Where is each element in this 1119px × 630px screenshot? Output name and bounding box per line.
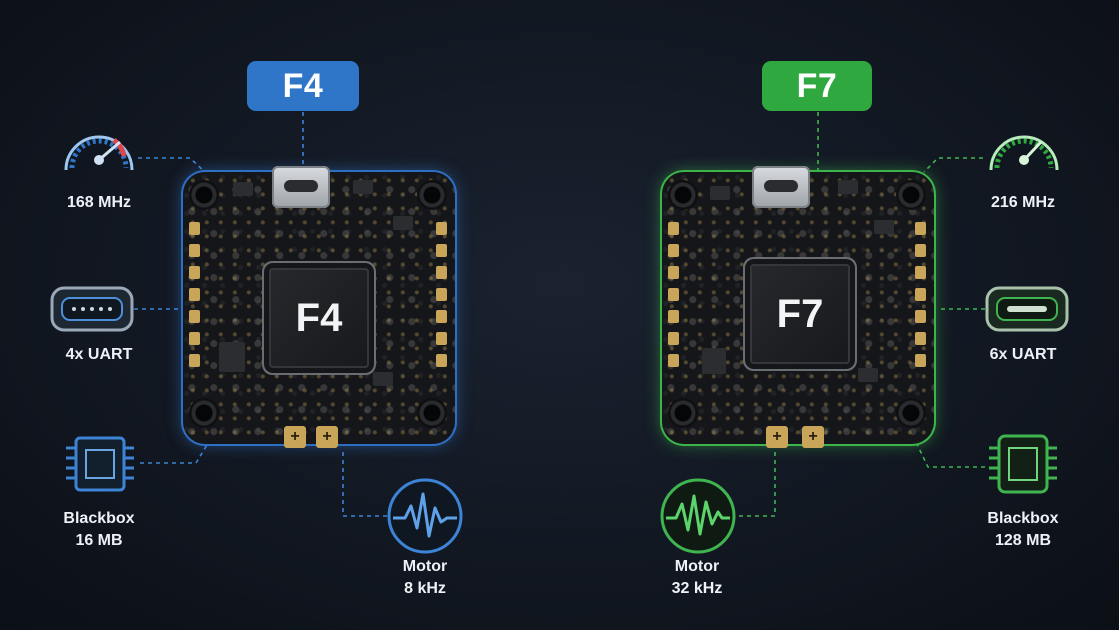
f7-badge: F7 (762, 61, 872, 111)
f4-connectors (134, 112, 390, 517)
solder-pad (436, 244, 447, 257)
solder-pad (668, 244, 679, 257)
port-icon (985, 286, 1069, 332)
mount-hole (896, 398, 926, 428)
mount-hole (668, 180, 698, 210)
power-pad: + (802, 426, 824, 448)
component (353, 180, 373, 194)
mount-hole (189, 180, 219, 210)
f4-board: F4 + + (183, 166, 455, 448)
solder-pad (668, 288, 679, 301)
component (710, 186, 730, 200)
f7-board: F7 + + (662, 166, 934, 448)
f7-uart-label: 6x UART (989, 346, 1057, 363)
component (858, 368, 878, 382)
component (219, 342, 245, 372)
power-pad: + (766, 426, 788, 448)
f7-connectors (738, 112, 985, 517)
mount-hole (417, 398, 447, 428)
port-icon (50, 286, 134, 332)
mount-hole (896, 180, 926, 210)
f7-blackbox-size: 128 MB (994, 532, 1052, 549)
mount-hole (417, 180, 447, 210)
f7-motor-connector (738, 452, 776, 517)
f7-motor-title: Motor (674, 558, 720, 575)
mount-hole (668, 398, 698, 428)
solder-pad (668, 332, 679, 345)
f4-blackbox-connector (140, 439, 211, 464)
f7-motor-label: Motor 32 kHz (642, 556, 752, 600)
waveform-icon (660, 478, 736, 554)
power-pad: + (284, 426, 306, 448)
solder-pad (436, 288, 447, 301)
f4-mcu-chip: F4 (269, 268, 369, 368)
memory-chip-icon (989, 434, 1057, 494)
solder-pad (189, 332, 200, 345)
solder-pad (915, 354, 926, 367)
f4-badge: F4 (247, 61, 359, 111)
solder-pad (189, 244, 200, 257)
mount-hole (189, 398, 219, 428)
solder-pad (668, 310, 679, 323)
speedometer-icon (64, 135, 134, 171)
solder-pad (915, 288, 926, 301)
f4-motor-label: Motor 8 kHz (370, 556, 480, 600)
f4-blackbox-title: Blackbox (63, 510, 135, 527)
component (233, 182, 253, 196)
f4-blackbox-label: Blackbox 16 MB (44, 508, 154, 552)
speedometer-icon (989, 135, 1059, 171)
f4-blackbox-size: 16 MB (75, 532, 123, 549)
solder-pad (189, 310, 200, 323)
solder-pad (189, 222, 200, 235)
solder-pad (915, 310, 926, 323)
solder-pad (436, 222, 447, 235)
f7-clock-connector (923, 157, 983, 173)
solder-pad (436, 354, 447, 367)
f7-motor-rate: 32 kHz (671, 580, 723, 597)
component (373, 372, 393, 386)
solder-pad (189, 354, 200, 367)
f4-clock-label: 168 MHz (66, 194, 132, 211)
f7-mcu-chip: F7 (750, 264, 850, 364)
usb-c-port (272, 166, 330, 208)
memory-chip-icon (66, 436, 134, 492)
solder-pad (915, 222, 926, 235)
f4-clock-connector (138, 157, 206, 173)
solder-pad (915, 266, 926, 279)
waveform-icon (387, 478, 463, 554)
f7-clock-label: 216 MHz (990, 194, 1056, 211)
solder-pad (436, 310, 447, 323)
component (874, 220, 894, 234)
solder-pad (668, 266, 679, 279)
f7-blackbox-title: Blackbox (987, 510, 1059, 527)
f4-motor-connector (342, 452, 390, 517)
f4-motor-rate: 8 kHz (404, 580, 446, 597)
solder-pad (668, 222, 679, 235)
solder-pad (668, 354, 679, 367)
solder-pad (436, 266, 447, 279)
power-pad: + (316, 426, 338, 448)
f7-blackbox-label: Blackbox 128 MB (968, 508, 1078, 552)
solder-pad (436, 332, 447, 345)
solder-pad (915, 332, 926, 345)
solder-pad (189, 266, 200, 279)
component (393, 216, 413, 230)
component (702, 348, 726, 374)
f4-motor-title: Motor (402, 558, 448, 575)
usb-c-port (752, 166, 810, 208)
component (838, 180, 858, 194)
solder-pad (189, 288, 200, 301)
f4-uart-label: 4x UART (65, 346, 133, 363)
f7-blackbox-connector (914, 439, 985, 468)
solder-pad (915, 244, 926, 257)
